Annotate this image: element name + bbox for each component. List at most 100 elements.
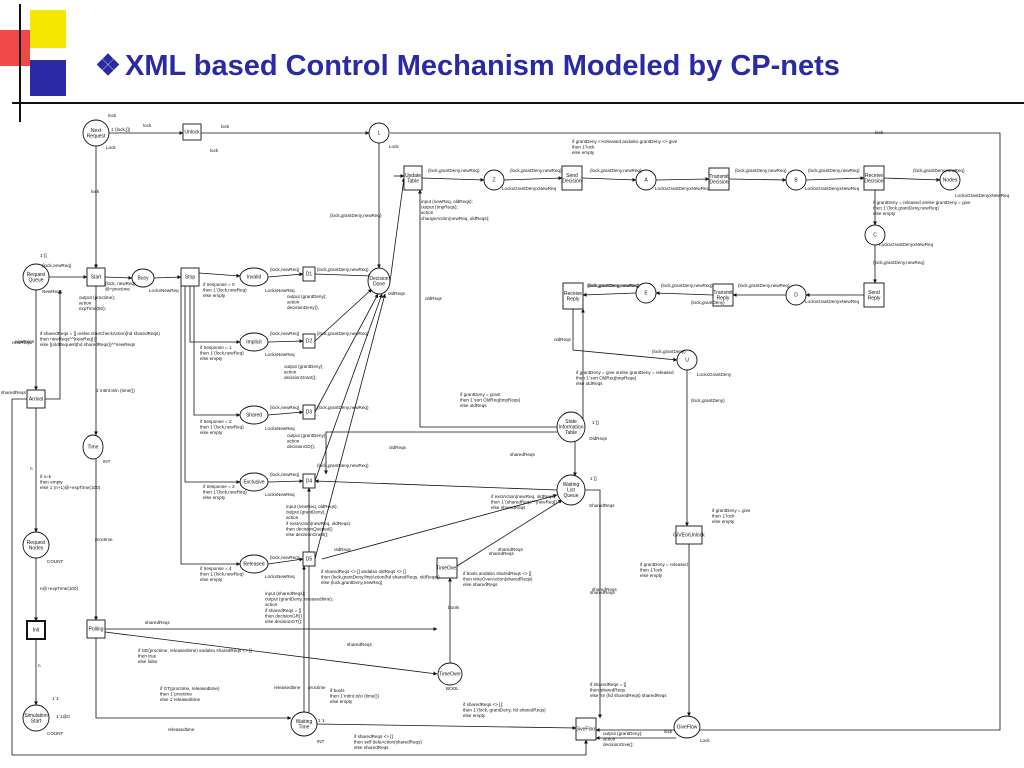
node-label-line: Init — [33, 628, 40, 634]
transition-shape — [863, 165, 885, 191]
annotation-a47: (lock,grantDeny,newReq) — [317, 463, 369, 468]
annotation-a93: 1`1 — [318, 718, 325, 723]
annotation-a107: newReqs — [12, 340, 32, 345]
arc-4 — [421, 177, 485, 182]
annotation-a77: OldReqs — [589, 436, 608, 441]
place-shape — [239, 332, 269, 352]
transition-shape — [302, 473, 316, 489]
transition-shape — [302, 551, 316, 567]
annotation-a29: LockxNewReq — [149, 288, 179, 293]
annotation-a6: Lock — [389, 144, 399, 149]
annotation-a46: LockxNewReq — [265, 492, 295, 497]
arc-60 — [418, 189, 562, 428]
place-shape — [676, 349, 698, 371]
node-label-line: GiveFloor — [575, 727, 597, 733]
place-shape — [368, 122, 390, 144]
transition-init: Init — [26, 620, 46, 640]
place-shared: Shared — [239, 405, 269, 425]
node-label-line: D4 — [306, 479, 313, 485]
node-label-line: TimeOver — [436, 566, 458, 572]
node-label-line: C — [873, 233, 877, 239]
annotation-a27: (lock, newReq)@+proctime — [105, 281, 136, 292]
place-invalid: Invalid — [239, 267, 269, 287]
transition-shape — [675, 525, 703, 545]
node-label-line: Queue — [563, 493, 578, 499]
slide-title-text: XML based Control Mechanism Modeled by C… — [125, 50, 840, 82]
annotation-a2: 1`(lock,[]) — [111, 127, 131, 132]
annotation-a42: (lock,grantDeny,newReq) — [317, 405, 369, 410]
annotation-a59: 1`intInt.ts\n (time()) — [96, 388, 135, 393]
place-C: C — [864, 224, 886, 246]
node-label-line: Z — [492, 178, 495, 184]
arc-62 — [321, 494, 558, 560]
annotation-a83: sharedReqs — [489, 551, 514, 556]
place-shape — [556, 474, 586, 506]
arc-37 — [314, 293, 383, 482]
node-label-line: Implicit — [246, 340, 262, 346]
arc-26 — [198, 272, 241, 278]
node-label-line: Polling — [88, 627, 103, 633]
arc-50 — [104, 631, 438, 676]
place-timeover: TimeOver — [437, 662, 463, 686]
annotation-a80: 1`[] — [590, 476, 597, 481]
annotation-a70: oldReqs — [554, 337, 572, 342]
arc-52 — [315, 723, 577, 730]
annotation-a64: n@+expTime(100) — [40, 586, 79, 591]
annotation-a97: if sharedReqs <> [];then 1`(lock, grantD… — [463, 702, 546, 718]
annotation-a41: LockxNewReq — [265, 426, 295, 431]
transition-d4: D4 — [302, 473, 316, 489]
annotation-a10: LockxGrantDenyxNewReq — [502, 186, 557, 191]
node-label-line: D2 — [306, 339, 313, 345]
place-shape — [673, 715, 701, 739]
transition-stop: Stop — [180, 267, 200, 287]
annotation-a4: lock — [143, 123, 152, 128]
annotation-a71: if grantDeny = give orelse grantDeny = r… — [576, 370, 674, 386]
diamond-bullet-icon: ❖ — [95, 50, 121, 82]
transition-shape — [302, 404, 316, 420]
annotation-a85: bools — [448, 605, 460, 610]
node-label-line: Nodes — [943, 178, 958, 184]
place-shape — [131, 268, 155, 288]
place-B: B — [785, 169, 807, 191]
node-label-line: TimeOver — [439, 672, 461, 678]
arc-38 — [180, 286, 241, 566]
annotation-a30: (lock,newReq) — [270, 267, 300, 272]
place-L: L — [368, 122, 390, 144]
node-label-line: A — [644, 178, 648, 184]
annotation-a90: releasedtime — [274, 685, 301, 690]
place-shape — [367, 267, 391, 295]
node-label-line: E — [644, 291, 648, 297]
annotation-a61: n — [30, 466, 33, 471]
transition-shape — [561, 165, 583, 191]
arc-36 — [267, 479, 304, 484]
annotation-a8: if grantDeny <>released andalso grantDen… — [572, 139, 678, 155]
arc-56 — [456, 499, 563, 567]
node-label-line: D — [794, 293, 798, 299]
transition-shape — [86, 267, 106, 287]
node-label-line: Arrival — [29, 397, 43, 403]
annotation-a20: LockxGrantDenyxNewReq — [879, 242, 934, 247]
arc-5 — [503, 176, 563, 181]
place-shape — [785, 284, 807, 306]
annotation-a5: lock — [210, 148, 219, 153]
annotation-a94: INT — [317, 739, 325, 744]
transition-shape — [86, 619, 106, 639]
node-label-line: Released — [243, 562, 264, 568]
annotation-a112: oldReqs — [388, 291, 406, 296]
arc-25 — [153, 275, 182, 280]
annotation-a78: oldReqs — [389, 445, 407, 450]
node-label-line: Information — [558, 425, 583, 431]
place-shape — [239, 267, 269, 287]
annotation-a82: SharedReqs — [589, 503, 615, 508]
transition-shape — [302, 333, 316, 349]
annotation-a36: LockxNewReq — [265, 352, 295, 357]
annotation-a9: (lock,grantDeny,newReq) — [428, 168, 480, 173]
